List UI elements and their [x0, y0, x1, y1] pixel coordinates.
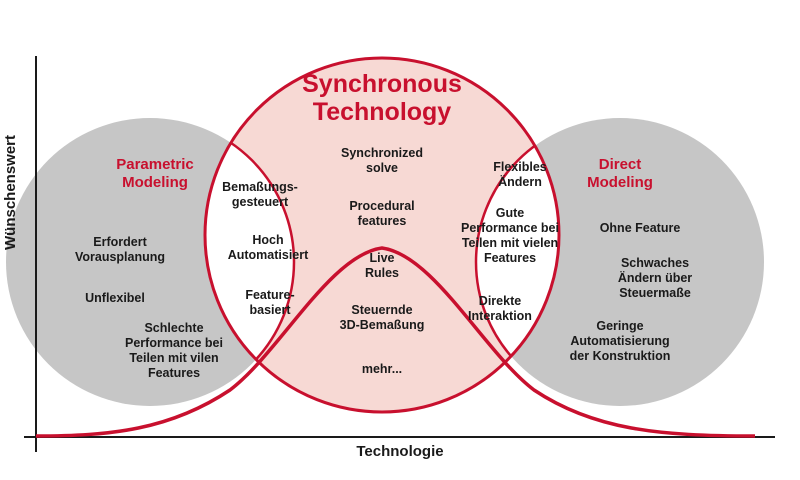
- center-item-synchronized-solve: Synchronized solve: [341, 146, 423, 175]
- overlap-left-featurebasiert: Feature- basiert: [245, 288, 295, 317]
- overlap-left-automatisiert: Hoch Automatisiert: [227, 233, 309, 262]
- x-axis-label: Technologie: [356, 443, 444, 460]
- desirability-curve: [35, 246, 756, 438]
- center-item-steuernde-bemassung: Steuernde 3D-Bemaßung: [339, 303, 425, 332]
- right-item-geringe-automatisierung: Geringe Automatisierung der Konstruktion: [569, 319, 671, 363]
- overlap-left-bemassungsgesteuert: Bemaßungs- gesteuert: [222, 180, 298, 209]
- overlap-right-flexibles-aendern: Flexibles Ändern: [493, 160, 547, 189]
- right-item-schwaches-aendern: Schwaches Ändern über Steuermaße: [617, 256, 693, 300]
- center-item-procedural-features: Procedural features: [349, 199, 415, 228]
- synchronous-circle-outline: [203, 56, 561, 414]
- synchronous-title: Synchronous Technology: [302, 70, 462, 126]
- center-item-mehr: mehr...: [361, 362, 403, 376]
- right-item-ohne-feature: Ohne Feature: [599, 221, 681, 235]
- center-item-live-rules: Live Rules: [364, 251, 400, 280]
- y-axis-label: Wünschenswert: [2, 134, 19, 250]
- parametric-title: Parametric Modeling: [116, 156, 194, 191]
- left-item-unflexibel: Unflexibel: [85, 291, 145, 305]
- overlap-right-direkte-interaktion: Direkte Interaktion: [468, 294, 532, 323]
- left-item-vorausplanung: Erfordert Vorausplanung: [74, 235, 166, 264]
- direct-title: Direct Modeling: [587, 156, 653, 191]
- overlap-right-gute-performance: Gute Performance bei Teilen mit vielen F…: [461, 206, 559, 265]
- left-item-schlechte-performance: Schlechte Performance bei Teilen mit vil…: [125, 321, 223, 380]
